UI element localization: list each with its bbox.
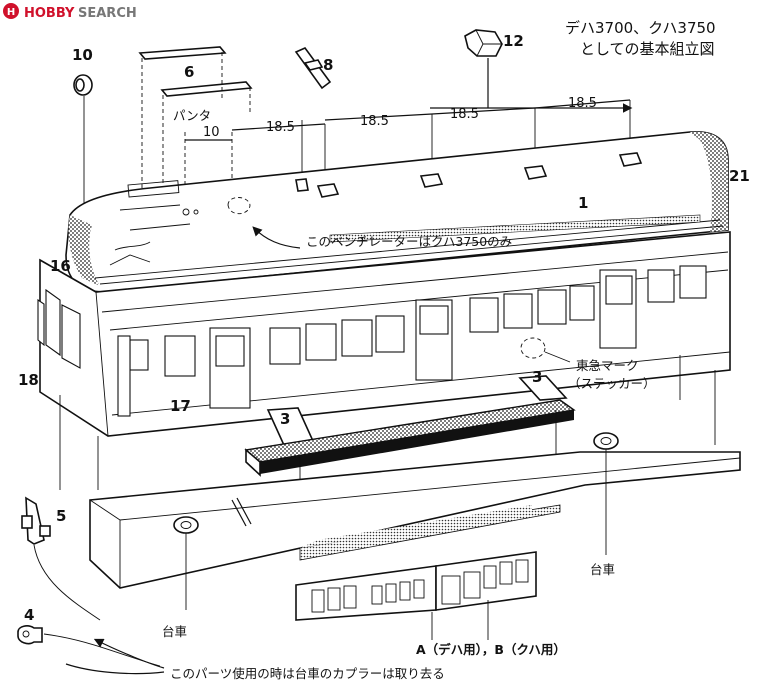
note-sticker: （ステッカー）: [568, 376, 656, 391]
label-part-12: 12: [503, 32, 524, 50]
label-part-17: 17: [170, 397, 191, 415]
dim-18-5-b: 18.5: [360, 114, 389, 129]
label-part-16: 16: [50, 257, 71, 275]
roof-ventilators: [295, 152, 643, 198]
label-part-8: 8: [323, 56, 333, 74]
side-windows: [129, 265, 707, 377]
label-part-1: 1: [578, 194, 588, 212]
label-part-18: 18: [18, 371, 39, 389]
part-4-coupler: [17, 625, 161, 667]
note-tokyu-mark: 東急マーク: [576, 358, 639, 373]
note-bogie-right: 台車: [590, 562, 615, 577]
watermark-suffix: SEARCH: [78, 6, 137, 21]
label-part-5: 5: [56, 507, 66, 525]
part-8-piece: [294, 47, 332, 90]
coupler-note-leaders: [65, 638, 165, 675]
title-line-1: デハ3700、クハ3750: [565, 19, 716, 37]
dim-18-5-c: 18.5: [450, 107, 479, 122]
part-6-plates: [138, 46, 253, 190]
note-coupler: このパーツ使用の時は台車のカプラーは取り去る: [170, 666, 445, 681]
note-panta: パンタ: [173, 108, 211, 123]
underfloor-equipment-ab: [295, 551, 537, 640]
part-1-roof: [65, 131, 729, 293]
part-10-whistle: [73, 74, 93, 232]
part-5-coupler-bracket: [21, 496, 101, 621]
watermark-logo: H HOBBY SEARCH: [3, 3, 137, 21]
label-part-3-right: 3: [532, 368, 542, 386]
side-doors: [117, 269, 637, 417]
hobby-search-badge-icon: [3, 3, 19, 19]
floor-chassis: [89, 432, 741, 610]
label-part-21: 21: [729, 167, 750, 185]
label-part-6: 6: [184, 63, 194, 81]
watermark-brand: HOBBY: [24, 6, 75, 21]
dim-10: 10: [203, 125, 220, 140]
dim-18-5-d: 18.5: [568, 96, 597, 111]
svg-text:H: H: [7, 7, 15, 18]
part-2-weight-plate: [244, 399, 576, 520]
label-part-4: 4: [24, 606, 34, 624]
label-part-10: 10: [72, 46, 93, 64]
note-ventilator: このベンチレーターはクハ3750のみ: [306, 234, 512, 249]
label-part-3-left: 3: [280, 410, 290, 428]
dim-18-5-a: 18.5: [266, 120, 295, 135]
title-line-2: としての基本組立図: [580, 40, 715, 58]
note-bogie-left: 台車: [162, 624, 187, 639]
car-body: [37, 231, 731, 437]
projection-guides: [59, 355, 716, 490]
note-ab-label: A（デハ用），B（クハ用）: [416, 642, 566, 657]
